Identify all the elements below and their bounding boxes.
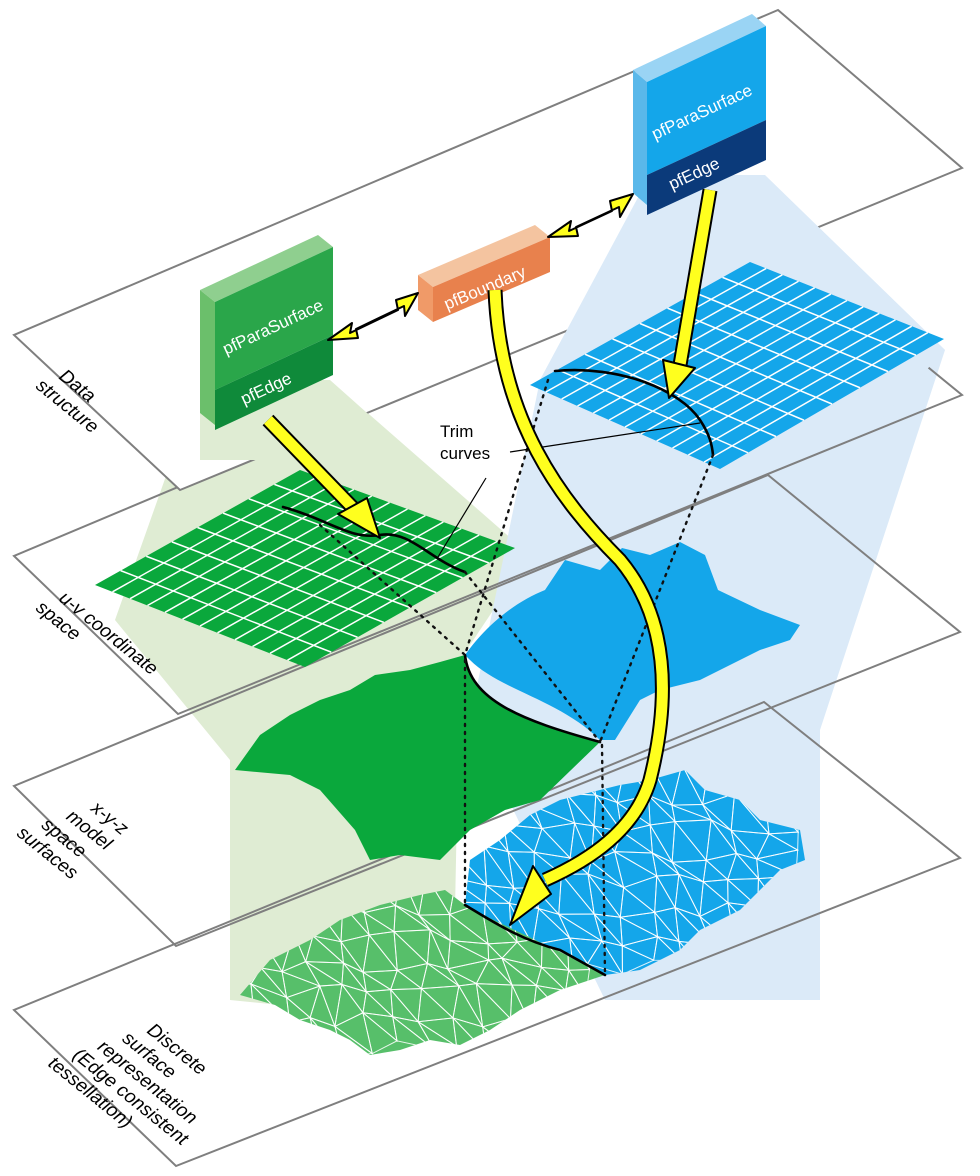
boundary-box-front-face xyxy=(433,237,550,322)
yellow-double-arrow-icon xyxy=(547,193,634,238)
correspondence-lines xyxy=(318,378,715,977)
left-box-edge-face xyxy=(215,335,333,430)
double-arrow-right xyxy=(547,193,634,238)
grid-line xyxy=(557,368,749,454)
mesh-triangle xyxy=(567,1019,602,1055)
plane-discrete-surface xyxy=(12,700,962,1168)
blue-model-surface xyxy=(465,542,800,740)
grid-line xyxy=(120,569,332,653)
trim-curve-blue xyxy=(553,368,715,457)
green-uv-grid xyxy=(95,470,515,667)
grid-line xyxy=(612,338,805,421)
grid-line xyxy=(584,353,777,438)
grid-line xyxy=(197,526,411,609)
trim-curve-model xyxy=(463,653,602,744)
trim-callout-label-2: curves xyxy=(440,444,490,463)
dotted-line-6 xyxy=(600,743,607,977)
right-box-surface-face xyxy=(647,26,766,175)
mesh-triangle xyxy=(557,1018,595,1055)
right-box-side-face xyxy=(633,70,647,205)
blue-uv-patch xyxy=(530,262,944,469)
grid-line xyxy=(145,555,358,638)
trim-curve-tessellated xyxy=(463,903,607,977)
mesh-triangle xyxy=(531,1026,560,1053)
yellow-arrow-icon xyxy=(509,865,552,926)
callout-leader-green xyxy=(437,477,487,558)
grid-line xyxy=(667,307,861,389)
green-tessellated-surface xyxy=(240,890,605,1055)
arrow-right-to-uv xyxy=(662,188,718,399)
left-surface-box: pfParaSurface pfEdge xyxy=(200,235,333,430)
right-box-edge-face xyxy=(647,120,766,215)
arrow-boundary-to-tessellation xyxy=(487,289,670,926)
plane-xyz xyxy=(12,473,962,948)
grid-line xyxy=(694,292,889,373)
left-box-side-face xyxy=(200,290,215,425)
grid-line xyxy=(171,541,385,624)
plane-discrete xyxy=(12,700,962,1168)
yellow-arrow-icon xyxy=(662,359,696,399)
plane-model-space xyxy=(12,473,962,948)
grid-line xyxy=(722,276,917,356)
arrow-left-to-uv xyxy=(262,414,381,539)
dotted-line-3 xyxy=(463,378,550,657)
grid-line xyxy=(639,322,833,405)
boundary-box-side-face xyxy=(418,275,433,322)
left-box-top-face xyxy=(200,235,333,302)
dotted-line-4 xyxy=(598,453,715,744)
right-box-top-face xyxy=(633,14,766,82)
green-model-surface xyxy=(235,655,600,860)
grid-line xyxy=(274,483,490,564)
grid-line xyxy=(222,512,437,594)
mesh-triangle xyxy=(362,1011,398,1055)
mesh-triangle xyxy=(621,945,655,975)
grid-line xyxy=(248,498,463,579)
left-box-surface-face xyxy=(215,247,333,390)
right-surface-box: pfParaSurface pfEdge xyxy=(633,14,766,215)
yellow-arrow-icon xyxy=(337,497,381,539)
double-arrow-left xyxy=(327,292,419,341)
trim-callout-label-1: Trim xyxy=(440,422,473,441)
blue-tessellated-surface xyxy=(465,770,805,975)
yellow-double-arrow-icon xyxy=(327,292,419,341)
dotted-line-1 xyxy=(318,523,467,657)
boundary-box-top-face xyxy=(418,225,550,287)
